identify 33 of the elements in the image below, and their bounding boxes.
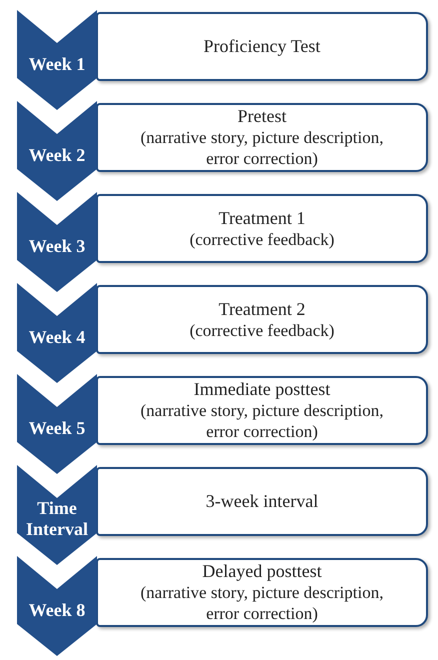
week-marker [17,283,97,383]
step-description: (corrective feedback) [190,228,334,250]
step-title: Treatment 2 [218,298,306,320]
step-box [96,558,428,627]
week-marker [17,556,97,656]
week-marker [17,374,97,474]
week-marker [17,10,97,110]
step-title: Delayed posttest [202,561,322,582]
step-description: (corrective feedback) [190,320,334,340]
step-description: (narrative story, picture description, error correction) [140,582,384,624]
step-title: Immediate posttest [194,379,330,400]
step-box [96,194,428,263]
week-marker [17,101,97,201]
week-label: Week 8 [28,600,86,620]
step-title: Treatment 1 [218,208,306,228]
step-box [96,467,428,536]
step-title: Proficiency Test [204,36,320,57]
week-label: Week 5 [28,418,86,438]
step-title: 3-week interval [206,491,318,512]
step-description: (narrative story, picture description, error correction) [140,400,384,442]
week-label: Week 3 [28,236,86,256]
week-marker [17,465,97,565]
week-label: Week 2 [28,144,86,166]
week-label: Week 1 [28,54,86,74]
step-box [96,103,428,172]
step-box [96,285,428,354]
step-box [96,376,428,445]
week-label: Time Interval [25,498,89,540]
week-marker [17,192,97,292]
week-label: Week 4 [28,326,86,348]
step-box [96,12,428,81]
step-description: (narrative story, picture description, error correction) [140,127,384,169]
step-title: Pretest [238,106,286,127]
